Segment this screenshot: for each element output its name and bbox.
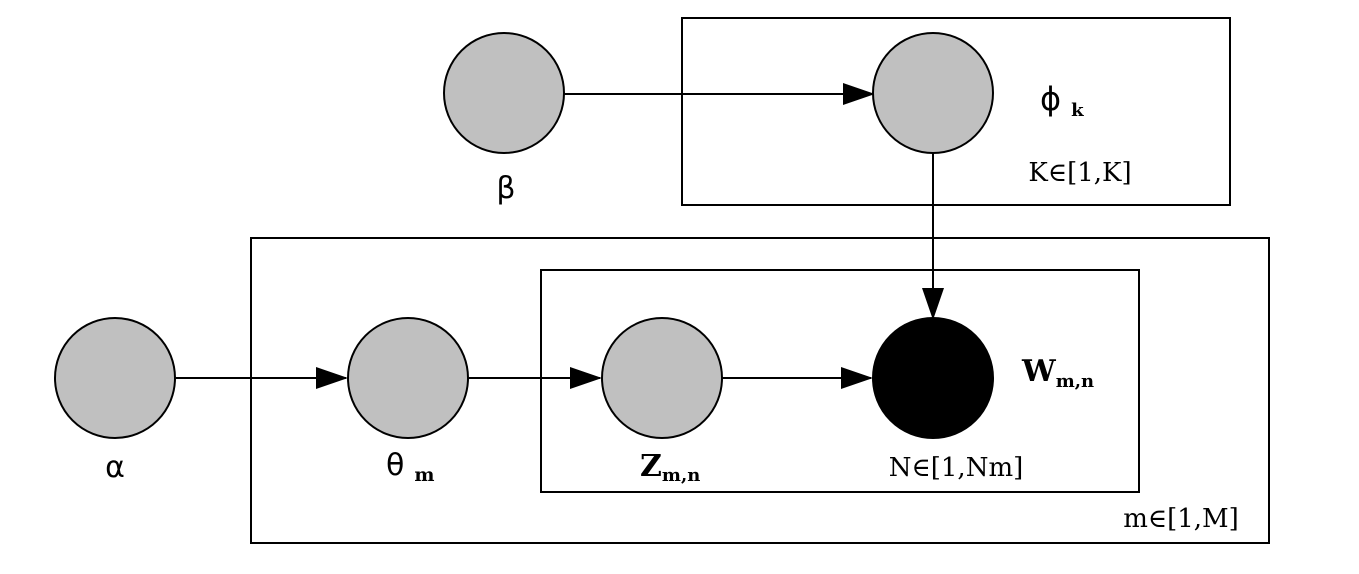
label-z-sub: m,n [662,465,700,486]
plate-k-label: K∈[1,K] [1028,158,1131,188]
node-alpha [54,317,176,439]
plate-m-label: m∈[1,M] [1123,504,1239,534]
label-w-sub: m,n [1056,371,1094,392]
node-beta [443,32,565,154]
plate-k [681,17,1231,206]
label-theta-symbol: θ [386,448,404,483]
label-z: Zm,n [640,449,700,486]
label-alpha: α [105,450,125,485]
label-theta-sub: m [414,464,434,486]
plate-n [540,269,1140,493]
node-z [601,317,723,439]
label-w: Wm,n [1021,354,1094,392]
label-phi-sub: k [1071,100,1084,121]
label-z-symbol: Z [640,449,662,484]
node-phi [872,32,994,154]
plate-m [250,237,1270,544]
label-w-symbol: W [1021,354,1057,389]
node-theta [347,317,469,439]
node-w [872,317,994,439]
label-phi-symbol: ϕ [1040,80,1061,118]
plate-n-label: N∈[1,Nm] [889,453,1024,483]
label-beta: β [496,171,515,206]
